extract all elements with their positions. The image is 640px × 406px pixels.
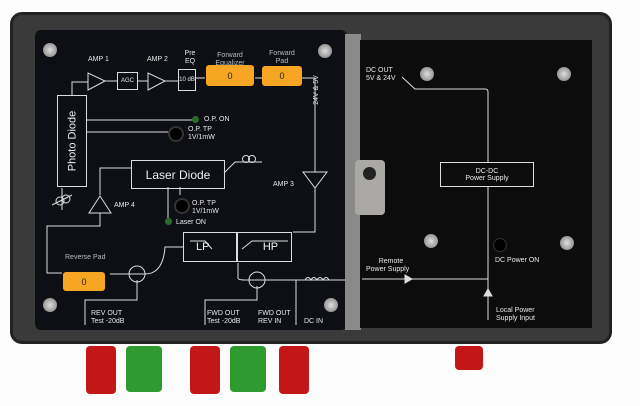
optical-connector-2[interactable] (230, 346, 266, 392)
reverse-pad-button[interactable]: 0 (63, 272, 105, 291)
lp-filter-box: LP (183, 232, 237, 262)
dcdc-label: DC-DC (475, 167, 499, 175)
dc-power-on-label: DC Power ON (495, 257, 540, 264)
metal-divider (345, 34, 361, 330)
agc-box: AGC (117, 72, 138, 90)
remote-power-label: Remote (378, 258, 404, 265)
op-tp-label-2: O.P. TP 1V/1mW (192, 200, 219, 215)
op-tp-jack[interactable] (168, 126, 184, 142)
amp1-label: AMP 1 (88, 56, 109, 63)
screw (424, 234, 438, 248)
remote-power-label-2: Power Supply (366, 266, 410, 273)
rev-out-label: REV OUT (91, 310, 123, 317)
op-on-label: O.P. ON (204, 116, 230, 123)
dc-in-label: DC IN (304, 318, 324, 325)
rev-out-test-label: Test -20dB (91, 318, 125, 325)
screw (557, 67, 571, 81)
bracket-hole (363, 167, 376, 180)
fwd-out-test-connector[interactable] (190, 346, 220, 394)
hp-filter-box: HP (237, 232, 292, 262)
forward-equalizer-label: Forward Equalizer (215, 52, 245, 67)
op-tp-jack-2[interactable] (174, 198, 190, 214)
screw (318, 44, 332, 58)
pre-eq-box: 10 dB (178, 69, 196, 91)
reverse-pad-label: Reverse Pad (65, 254, 106, 261)
local-power-label: Local Power (496, 307, 535, 314)
fwd-out-rev-in-label-2: REV IN (258, 318, 282, 325)
dcdc-power-supply-box: DC-DC Power Supply (440, 162, 534, 187)
amp3-label: AMP 3 (273, 181, 294, 188)
dcdc-label-2: Power Supply (465, 174, 509, 182)
dc-power-led (493, 238, 507, 252)
rev-out-connector[interactable] (86, 346, 116, 394)
supply-label: 24V & 5V (312, 75, 320, 105)
fwd-out-label: FWD OUT (207, 310, 240, 317)
fwd-out-test-label: Test -20dB (207, 318, 241, 325)
screw (324, 298, 338, 312)
dc-out-voltage-label: 5V & 24V (366, 75, 396, 82)
fwd-out-rev-in-connector[interactable] (279, 346, 309, 394)
screw (43, 298, 57, 312)
amp2-label: AMP 2 (147, 56, 168, 63)
forward-pad-button[interactable]: 0 (262, 66, 302, 86)
amp4-label: AMP 4 (114, 202, 135, 209)
pre-eq-label: Pre EQ (184, 50, 196, 65)
screw (560, 236, 574, 250)
optical-connector[interactable] (126, 346, 162, 392)
photo-diode-box: Photo Diode (57, 95, 87, 187)
dc-out-label: DC OUT (366, 67, 393, 74)
screw (420, 67, 434, 81)
local-power-connector[interactable] (455, 346, 483, 370)
laser-on-led (165, 218, 172, 225)
laser-on-label: Laser ON (176, 219, 206, 226)
forward-equalizer-button[interactable]: 0 (206, 65, 254, 86)
op-on-led (192, 116, 199, 123)
screw (43, 43, 57, 57)
fwd-out-rev-in-label: FWD OUT (258, 310, 291, 317)
op-tp-label: O.P. TP 1V/1mW (188, 126, 215, 141)
photo-diode-label: Photo Diode (66, 110, 79, 172)
local-power-label-2: Supply Input (496, 315, 535, 322)
laser-diode-box: Laser Diode (131, 160, 225, 189)
forward-pad-label: Forward Pad (269, 50, 295, 65)
